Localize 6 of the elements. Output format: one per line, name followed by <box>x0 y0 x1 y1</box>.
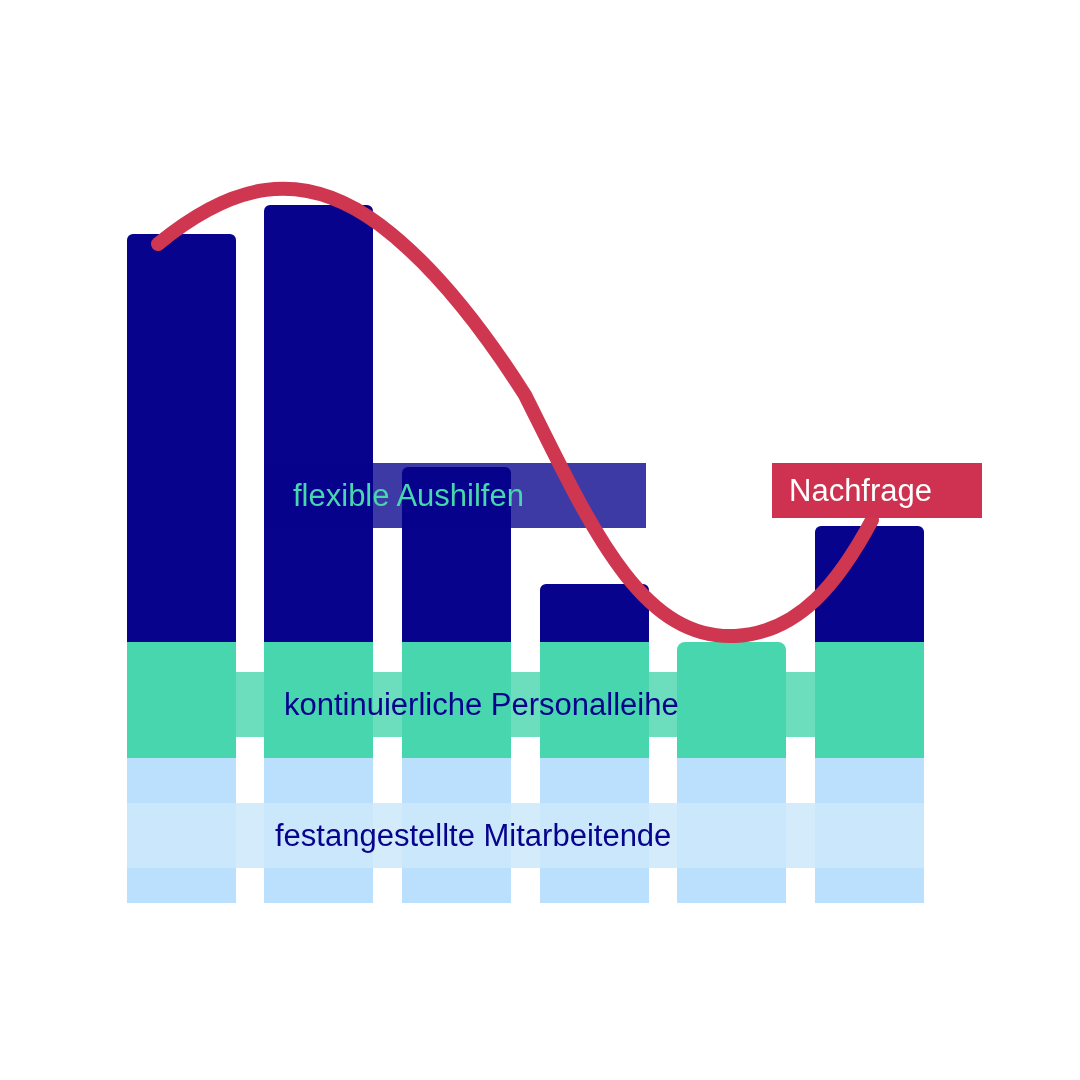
band-label: flexible Aushilfen <box>293 480 524 511</box>
band-label: Nachfrage <box>789 475 933 506</box>
worker-band <box>127 803 924 868</box>
band-label: festangestellte Mitarbeitende <box>275 820 672 851</box>
demand-tag <box>772 463 982 518</box>
band-label: kontinuierliche Personalleihe <box>284 689 679 720</box>
